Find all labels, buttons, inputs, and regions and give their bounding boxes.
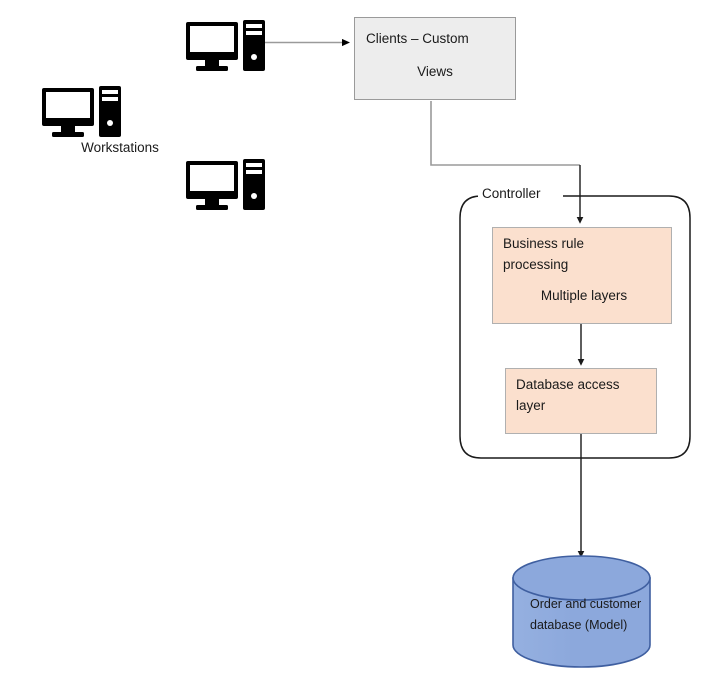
database-cylinder xyxy=(512,555,651,668)
database-model-label: Order and customer database (Model) xyxy=(530,597,642,633)
business-rule-processing-box xyxy=(492,227,672,324)
clients-box-label-line2: Views xyxy=(417,64,453,79)
multiple-layers-label: Multiple layers xyxy=(540,288,628,303)
business-rule-label: Business rule processing xyxy=(503,236,585,272)
connector-clients-to-business-rule xyxy=(430,101,584,224)
controller-container xyxy=(459,195,691,459)
controller-label: Controller xyxy=(478,186,545,201)
database-access-layer-label: Database access layer xyxy=(516,377,620,413)
workstations-label: Workstations xyxy=(81,140,159,155)
desktop-computer-icon xyxy=(186,20,265,71)
clients-box-label-line1: Clients – Custom xyxy=(366,31,469,46)
desktop-computer-icon xyxy=(42,86,121,137)
desktop-computer-icon xyxy=(186,159,265,210)
clients-custom-views-box xyxy=(354,17,516,100)
database-access-layer-box xyxy=(505,368,657,434)
